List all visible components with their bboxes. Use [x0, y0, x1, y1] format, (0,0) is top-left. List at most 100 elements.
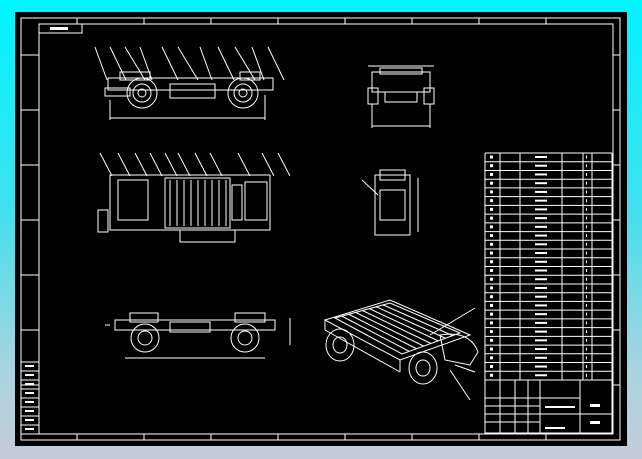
parts-name: [535, 164, 547, 167]
parts-index: [490, 286, 493, 290]
leader-line: [149, 152, 163, 177]
leader-line: [161, 46, 179, 81]
parts-qty: [586, 347, 587, 351]
left-side-table: [21, 361, 39, 435]
left-table-cell-text: [25, 374, 34, 376]
parts-name: [535, 356, 547, 359]
parts-qty: [586, 330, 587, 334]
iso-grid-line: [341, 315, 410, 352]
leader-line: [234, 46, 256, 81]
parts-index: [490, 338, 493, 342]
left-table-cell-text: [25, 419, 34, 421]
parts-name: [535, 304, 547, 307]
parts-index: [490, 356, 493, 360]
leader-line: [134, 152, 148, 177]
parts-index: [490, 295, 493, 299]
leader-line: [237, 152, 251, 177]
leader-line: [99, 152, 113, 177]
leader-line: [177, 152, 191, 177]
parts-index: [490, 199, 493, 203]
parts-name: [535, 156, 547, 158]
parts-qty: [586, 321, 587, 325]
parts-index: [490, 172, 493, 176]
drawing-sheet: [15, 12, 627, 446]
parts-qty: [586, 251, 587, 255]
parts-qty: [586, 373, 587, 377]
parts-name: [535, 295, 547, 298]
parts-name: [535, 208, 547, 211]
parts-qty: [586, 199, 587, 203]
parts-index: [490, 234, 493, 238]
parts-index: [490, 373, 493, 377]
iso-grid-line: [382, 304, 453, 337]
parts-qty: [586, 207, 587, 211]
drawing-number-mark: [50, 27, 68, 30]
parts-qty: [586, 303, 587, 307]
drawing-number-box: [38, 23, 83, 34]
parts-qty: [586, 216, 587, 220]
leader-line: [109, 46, 127, 81]
parts-index: [490, 225, 493, 229]
parts-name: [535, 182, 547, 185]
leader-line: [267, 46, 285, 81]
iso-grid-line: [369, 308, 439, 342]
side-view: [94, 46, 285, 120]
parts-qty: [586, 286, 587, 290]
front-view: [367, 65, 435, 128]
leader-line: [261, 152, 275, 177]
parts-index: [490, 277, 493, 281]
parts-name: [535, 225, 547, 228]
left-table-cell-text: [25, 428, 34, 430]
left-table-cell-text: [25, 392, 34, 394]
parts-name: [535, 286, 547, 289]
parts-index: [490, 303, 493, 307]
parts-name: [535, 313, 547, 316]
inner-frame: [38, 23, 614, 435]
parts-index: [490, 164, 493, 168]
parts-name: [535, 365, 547, 368]
parts-qty: [586, 234, 587, 238]
title-block: [484, 379, 613, 434]
leader-line: [209, 152, 223, 177]
leader-line: [177, 46, 199, 81]
parts-name: [535, 321, 547, 324]
parts-index: [490, 365, 493, 369]
parts-name: [535, 348, 547, 351]
parts-index: [490, 260, 493, 264]
left-table-cell-text: [25, 365, 34, 367]
parts-name: [535, 330, 547, 333]
parts-qty: [586, 356, 587, 360]
parts-qty: [586, 269, 587, 272]
parts-index: [490, 347, 493, 351]
iso-grid-line: [348, 313, 417, 350]
parts-list-table: [484, 152, 613, 381]
iso-grid-line: [362, 310, 432, 344]
parts-qty: [586, 365, 587, 369]
leader-line: [124, 46, 146, 81]
parts-qty: [586, 312, 587, 316]
isometric-view: [323, 299, 479, 401]
parts-name: [535, 252, 547, 255]
leader-line: [117, 152, 131, 177]
parts-name: [535, 278, 547, 281]
parts-index: [490, 330, 493, 334]
parts-qty: [586, 260, 587, 264]
parts-name: [535, 234, 547, 237]
parts-qty: [586, 164, 587, 168]
parts-qty: [586, 295, 587, 299]
parts-qty: [586, 190, 587, 194]
parts-index: [490, 312, 493, 316]
parts-name: [535, 260, 547, 263]
leader-line: [94, 46, 108, 81]
parts-name: [535, 190, 547, 193]
iso-grid-line: [355, 311, 424, 347]
parts-index: [490, 269, 493, 272]
section-view: [361, 169, 419, 236]
leader-line: [139, 46, 153, 81]
parts-name: [535, 217, 547, 220]
left-table-cell-text: [25, 401, 34, 403]
leader-line: [251, 46, 265, 81]
parts-name: [535, 339, 547, 342]
leader-line: [199, 46, 213, 81]
